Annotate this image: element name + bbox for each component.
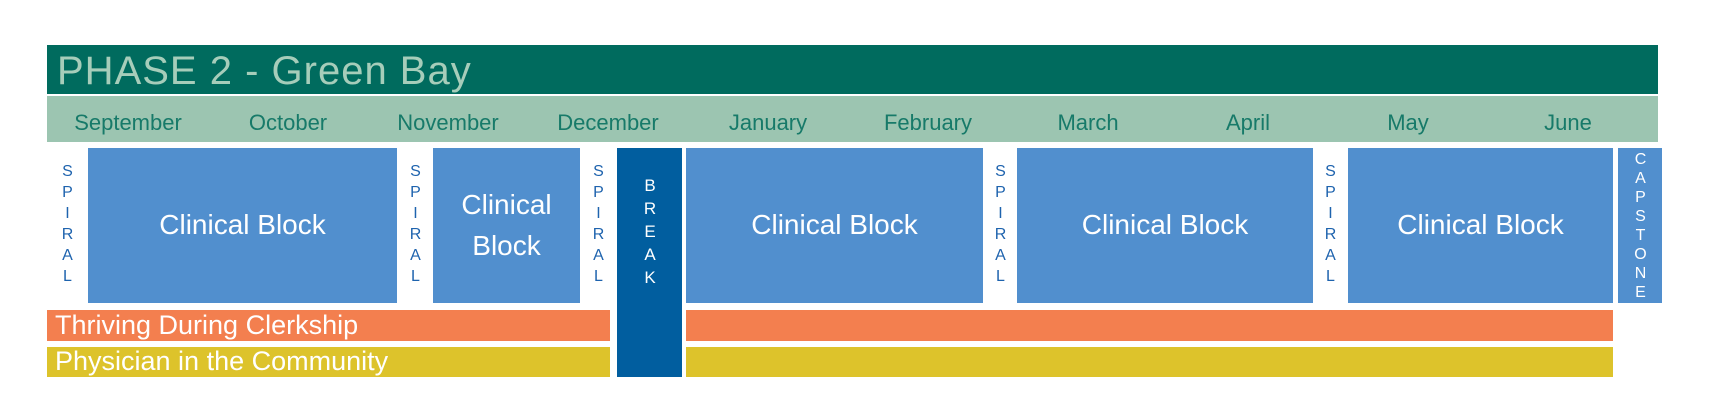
spiral-text: SPIRAL	[590, 162, 607, 289]
spiral-text: SPIRAL	[59, 162, 76, 289]
clinical-block-1: Clinical Block	[88, 148, 397, 303]
capstone-label: CAPSTONE	[1632, 151, 1649, 303]
clinical-block-label: Clinical Block	[461, 188, 552, 261]
month-march: March	[1057, 110, 1119, 135]
page-title: PHASE 2 - Green Bay	[57, 49, 472, 93]
spiral-label-2: SPIRAL	[404, 148, 426, 303]
month-june: June	[1544, 110, 1592, 135]
capstone-block: CAPSTONE	[1618, 148, 1662, 303]
clinical-block-label: Clinical Block	[1397, 209, 1564, 241]
clinical-block-2: Clinical Block	[433, 148, 580, 303]
clinical-block-label: Clinical Block	[159, 209, 326, 241]
clinical-block-label: Clinical Block	[1081, 209, 1249, 241]
spiral-text: SPIRAL	[992, 162, 1009, 289]
month-january: January	[728, 110, 808, 135]
clinical-block-4: Clinical Block	[1017, 148, 1313, 303]
spiral-label-4: SPIRAL	[989, 148, 1011, 303]
clinical-block-3: Clinical Block	[686, 148, 983, 303]
spiral-text: SPIRAL	[1322, 162, 1339, 289]
thriving-during-clerkship-bar-right	[686, 310, 1613, 341]
month-may: May	[1387, 110, 1429, 135]
phase-header-bar: PHASE 2 - Green Bay	[47, 45, 1658, 94]
physician-bar-label: Physician in the Community	[55, 346, 389, 376]
spiral-label-5: SPIRAL	[1319, 148, 1341, 303]
break-block: BREAK	[617, 148, 682, 377]
spiral-label-1: SPIRAL	[56, 148, 78, 303]
physician-in-community-bar-right	[686, 347, 1613, 377]
thriving-during-clerkship-bar: Thriving During Clerkship	[47, 310, 610, 341]
month-december: December	[557, 110, 659, 135]
month-october: October	[248, 110, 328, 135]
clinical-block-5: Clinical Block	[1348, 148, 1613, 303]
physician-in-community-bar: Physician in the Community	[47, 347, 610, 377]
break-label: BREAK	[640, 176, 660, 291]
month-september: September	[74, 110, 182, 135]
months-bar: September October November December Janu…	[47, 96, 1658, 142]
month-february: February	[883, 110, 973, 135]
month-november: November	[397, 110, 499, 135]
thriving-bar-label: Thriving During Clerkship	[55, 310, 359, 340]
spiral-text: SPIRAL	[407, 162, 424, 289]
clinical-block-label: Clinical Block	[751, 209, 918, 241]
spiral-label-3: SPIRAL	[587, 148, 609, 303]
month-april: April	[1225, 110, 1271, 135]
